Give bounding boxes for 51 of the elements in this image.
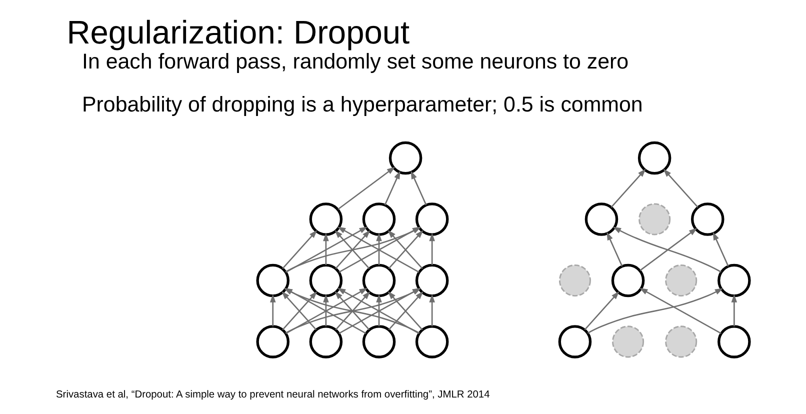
arrow [606, 231, 622, 266]
node-circle [308, 324, 342, 358]
arrow [639, 227, 697, 270]
node-circle [638, 202, 670, 235]
node-circle [362, 263, 396, 297]
node-circle [414, 202, 448, 236]
arrow [612, 226, 721, 272]
arrow [610, 168, 646, 208]
arrow [376, 232, 382, 265]
label: In each forward pass, randomly set some neurons to zero [82, 49, 628, 73]
arrow [269, 294, 276, 326]
node-circle [362, 202, 396, 236]
arrow [730, 294, 737, 326]
node-circle [637, 140, 671, 174]
arrow [322, 294, 328, 326]
node-circle [558, 264, 590, 296]
diagram-title: Regularization: Dropout [66, 12, 410, 50]
label: Srivastava et al, “Dropout: A simple way to prevent neural networks from overfitting”, JMLR 2014 [56, 388, 490, 400]
arrow [322, 232, 328, 265]
node-circle [584, 202, 618, 236]
arrow [428, 232, 434, 265]
arrow [282, 229, 317, 269]
label: Probability of dropping is a hyperparameter; 0.5 is common [82, 92, 642, 116]
arrow [584, 290, 619, 330]
node-circle [664, 325, 697, 358]
node-circle [612, 325, 644, 358]
arrow [384, 170, 400, 205]
node-circle [308, 202, 342, 236]
arrow [662, 168, 698, 208]
node-circle [414, 324, 448, 358]
node-circle [256, 324, 289, 358]
node-circle [717, 263, 750, 297]
arrow [428, 294, 434, 326]
arrow [638, 287, 721, 334]
arrow [376, 294, 382, 326]
node-circle [664, 264, 697, 296]
arrow [712, 231, 728, 266]
arrow [337, 166, 395, 210]
node-circle [362, 324, 396, 358]
node-circle [388, 140, 422, 174]
arrow [586, 288, 723, 334]
node-circle [558, 324, 592, 358]
node-circle [256, 263, 289, 297]
node-circle [690, 202, 724, 236]
node-circle [308, 263, 342, 297]
node-circle [610, 263, 644, 297]
node-circle [717, 324, 750, 358]
arrow [284, 226, 421, 272]
arrow [285, 226, 368, 272]
arrow [410, 170, 426, 205]
node-circle [414, 263, 448, 297]
